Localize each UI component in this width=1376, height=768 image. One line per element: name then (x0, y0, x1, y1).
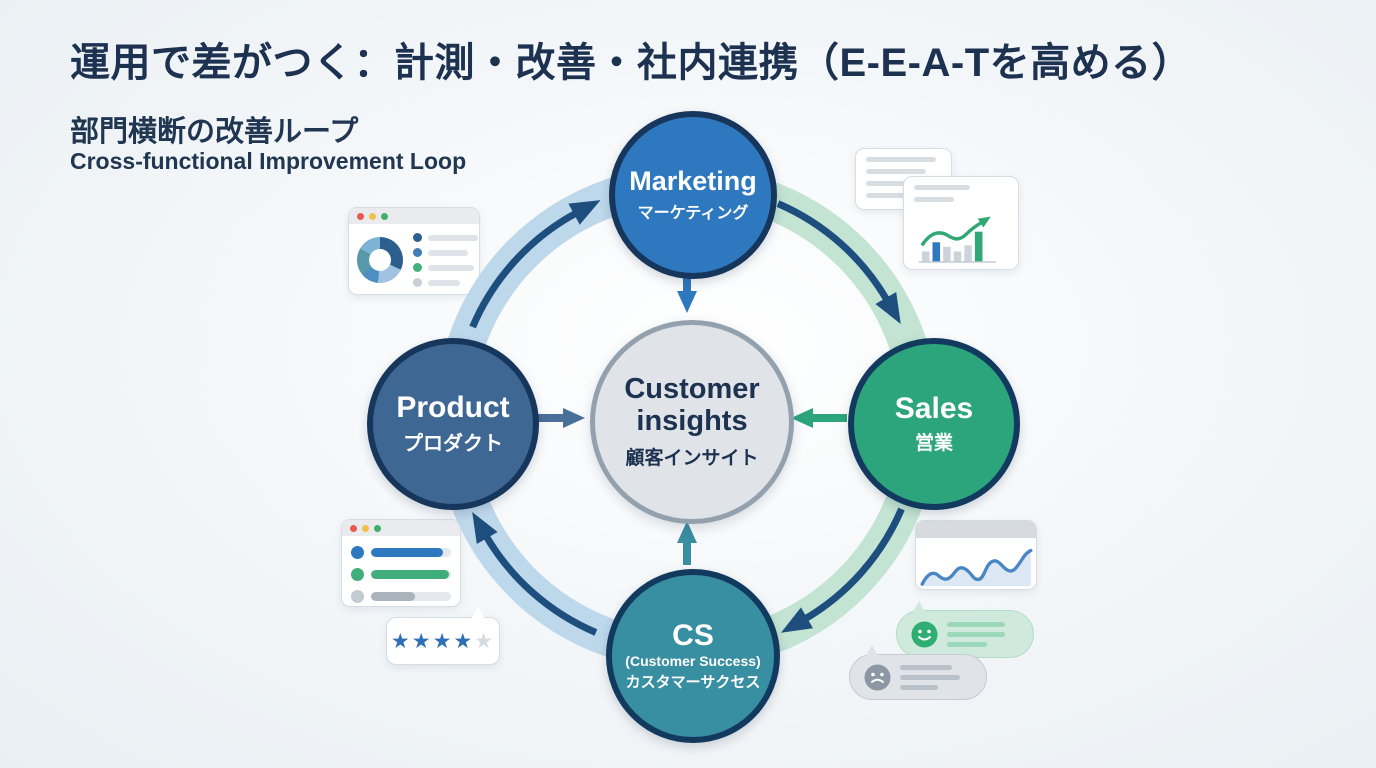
sad-face-icon (864, 664, 891, 690)
center-node-customer-insights: Customer insights 顧客インサイト (590, 320, 794, 524)
node-marketing-label: Marketing (629, 165, 757, 196)
window-controls-icon (342, 520, 460, 536)
node-marketing: Marketing マーケティング (609, 111, 777, 279)
window-dot-red (350, 524, 357, 532)
task-list-icon (341, 519, 461, 607)
card-header-band (916, 521, 1036, 538)
legend-list (413, 233, 478, 287)
node-cs-label: CS (672, 618, 714, 652)
bar-chart-icon (903, 176, 1019, 270)
legend-row (413, 233, 478, 242)
arc-arrow-sales-to-cs (780, 507, 905, 633)
page-title: 運用で差がつく：計測・改善・社内連携（E-E-A-Tを高める） (70, 41, 1193, 85)
progress-row (351, 546, 451, 559)
line-chart-icon (915, 520, 1037, 590)
window-dot-yellow (369, 212, 376, 220)
legend-row (413, 248, 478, 257)
bubble-text-lines (900, 664, 972, 690)
donut-chart-icon (357, 237, 403, 283)
wave-line-icon (920, 548, 1033, 587)
window-dot-green (381, 212, 388, 220)
node-product-label: Product (396, 390, 510, 424)
window-controls-icon (349, 208, 479, 224)
arc-arrow-cs-to-product (472, 511, 598, 636)
feedback-bubble-negative (849, 645, 987, 700)
node-marketing-label-ja: マーケティング (637, 205, 749, 223)
arc-arrow-marketing-to-sales (776, 200, 901, 325)
center-label-line1: Customer (624, 373, 760, 406)
window-dot-red (357, 212, 364, 220)
node-product: Product プロダクト (367, 338, 539, 510)
feedback-bubble-positive (896, 601, 1034, 658)
node-sales-label-ja: 営業 (914, 433, 953, 455)
legend-row (413, 263, 478, 272)
center-label-ja: 顧客インサイト (625, 447, 759, 469)
progress-row (351, 590, 451, 603)
window-dot-green (374, 524, 381, 532)
node-cs-label-sub: (Customer Success) (625, 653, 761, 670)
subtitle-english: Cross-functional Improvement Loop (70, 148, 467, 174)
bubble-text-lines (947, 621, 1019, 647)
smiley-face-icon (911, 621, 938, 647)
node-sales-label: Sales (894, 391, 974, 425)
stars-filled: ★★★★ (390, 629, 475, 653)
star-empty: ★ (474, 629, 496, 653)
subtitle-japanese: 部門横断の改善ループ (70, 116, 359, 148)
trend-arrow-icon (918, 216, 997, 263)
node-cs: CS (Customer Success) カスタマーサクセス (606, 569, 780, 743)
legend-row (413, 278, 478, 287)
star-icons: ★★★★★ (391, 631, 495, 652)
analytics-window-icon (348, 207, 480, 295)
node-cs-label-ja: カスタマーサクセス (625, 674, 761, 692)
node-sales: Sales 営業 (848, 338, 1020, 510)
progress-row (351, 568, 451, 581)
node-product-label-ja: プロダクト (403, 433, 503, 456)
arc-arrow-product-to-marketing (469, 200, 601, 329)
center-label-line2: insights (636, 404, 748, 437)
window-dot-yellow (362, 524, 369, 532)
star-rating-icon: ★★★★★ (386, 607, 500, 665)
